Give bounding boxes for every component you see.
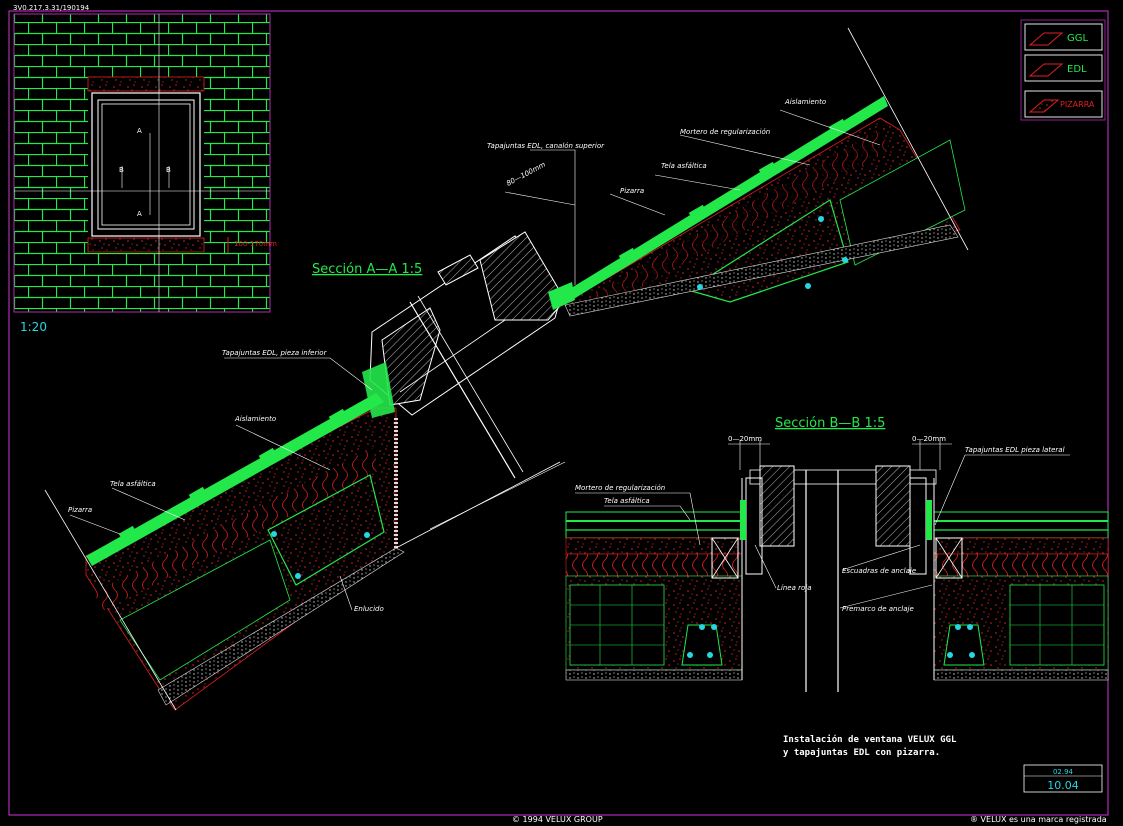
plan-dimension: 100-170mm — [234, 240, 277, 248]
sheet-border — [8, 10, 1109, 816]
label-dim-left: 0—20mm — [728, 435, 762, 443]
footer-copyright: © 1994 VELUX GROUP — [512, 815, 603, 824]
plan-section-b-right: B — [166, 166, 171, 174]
drawing-code: 3V0.217.3.31/190194 — [13, 4, 90, 12]
label-mortero-bb: Mortero de regularización — [575, 484, 665, 492]
label-tela-lower: Tela asfáltica — [110, 480, 156, 488]
label-premarco: Premarco de anclaje — [842, 605, 914, 613]
legend-edl: EDL — [1067, 64, 1087, 75]
legend: GGL EDL PIZARRA — [1020, 19, 1106, 121]
label-dim-aa: 80—100mm — [505, 160, 547, 187]
label-pizarra-upper: Pizarra — [620, 187, 644, 195]
legend-pizarra: PIZARRA — [1060, 100, 1095, 109]
section-bb-title: Sección B—B 1:5 — [775, 416, 885, 431]
section-bb-drawing — [565, 440, 1109, 692]
label-tela-bb: Tela asfáltica — [604, 497, 650, 505]
label-linea-roja: Línea roja — [777, 584, 812, 592]
label-flashing-upper: Tapajuntas EDL, canalón superior — [487, 142, 605, 150]
label-enlucido: Enlucido — [354, 605, 384, 613]
title-block-date: 02.94 — [1053, 768, 1074, 776]
plan-section-a-bottom: A — [137, 210, 142, 218]
caption-line-1: Instalación de ventana VELUX GGL — [783, 734, 957, 745]
caption-line-2: y tapajuntas EDL con pizarra. — [783, 747, 940, 758]
footer-trademark: ® VELUX es una marca registrada — [970, 815, 1107, 824]
section-aa-title: Sección A—A 1:5 — [312, 262, 422, 277]
plan-section-a-top: A — [137, 127, 142, 135]
plan-scale: 1:20 — [20, 320, 47, 334]
title-block-sheet: 10.04 — [1047, 779, 1079, 792]
plan-section-b-left: B — [119, 166, 124, 174]
label-dim-right: 0—20mm — [912, 435, 946, 443]
label-aislamiento-lower: Aislamiento — [234, 415, 276, 423]
label-mortero-upper: Mortero de regularización — [680, 128, 770, 136]
section-aa-drawing — [44, 27, 969, 711]
title-block: 02.94 10.04 — [1023, 764, 1103, 793]
label-flashing-side: Tapajuntas EDL pieza lateral — [965, 446, 1065, 454]
plan-view: A A B B 100-170mm — [13, 13, 277, 313]
label-flashing-lower: Tapajuntas EDL, pieza inferior — [222, 349, 328, 357]
label-escuadras: Escuadras de anclaje — [842, 567, 916, 575]
legend-ggl: GGL — [1067, 33, 1088, 44]
label-aislamiento-upper: Aislamiento — [784, 98, 826, 106]
label-pizarra-lower: Pizarra — [68, 506, 92, 514]
label-tela-upper: Tela asfáltica — [661, 162, 707, 170]
